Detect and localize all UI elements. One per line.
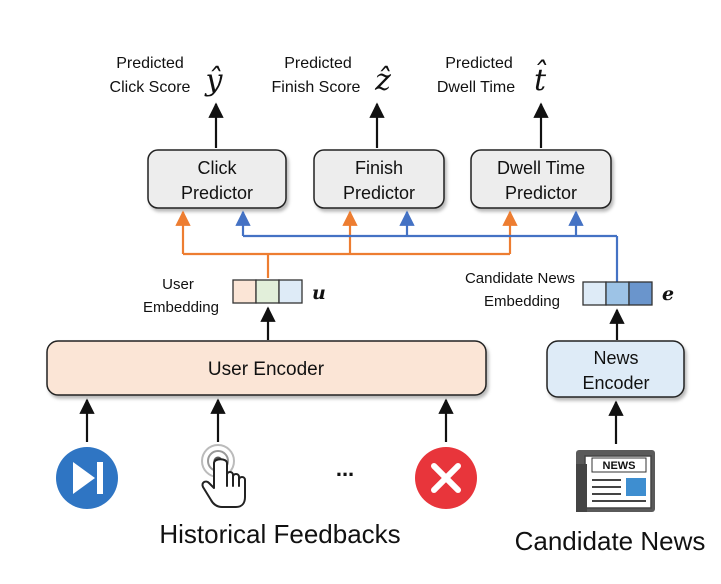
prediction-finish-score: Predicted Finish Score ẑ	[272, 55, 392, 98]
news-encoder-label-line1: News	[593, 348, 638, 368]
user-embedding-connectors	[175, 210, 518, 278]
news-encoder-box: News Encoder	[546, 340, 685, 398]
predictor-label-line2: Predictor	[343, 183, 415, 203]
news-embedding-connectors	[235, 210, 619, 282]
historical-feedbacks-caption: Historical Feedbacks	[159, 519, 400, 549]
dislike-close-icon	[415, 447, 477, 509]
newspaper-icon-text: NEWS	[603, 460, 636, 472]
user-embedding-label-line1: User	[162, 276, 194, 293]
prediction-click-score: Predicted Click Score ŷ	[110, 55, 224, 98]
candidate-news-caption: Candidate News	[515, 526, 706, 556]
user-embedding-cell	[255, 279, 280, 304]
dwell-time-predictor-box: Dwell Time Predictor	[470, 149, 612, 209]
prediction-symbol: t̂	[534, 59, 547, 98]
predictor-label-line2: Predictor	[181, 183, 253, 203]
prediction-symbol: ẑ	[374, 63, 391, 98]
click-predictor-box: Click Predictor	[147, 149, 287, 209]
user-embedding: User Embedding u	[143, 276, 326, 316]
prediction-label-line2: Click Score	[110, 79, 191, 96]
user-encoder-box: User Encoder	[46, 340, 487, 396]
news-embedding-label-line1: Candidate News	[465, 270, 575, 287]
news-embedding: Candidate News Embedding e	[465, 270, 674, 310]
news-embedding-label-line2: Embedding	[484, 293, 560, 310]
predictor-label-line1: Dwell Time	[497, 158, 585, 178]
predictor-label-line1: Finish	[355, 158, 403, 178]
newspaper-icon: NEWS	[576, 450, 655, 512]
predictor-label-line2: Predictor	[505, 183, 577, 203]
tap-hand-icon	[201, 444, 246, 508]
feedback-ellipsis: ...	[336, 456, 354, 481]
news-embedding-cell	[582, 281, 607, 306]
user-embedding-cell	[278, 279, 303, 304]
predictor-label-line1: Click	[198, 158, 238, 178]
news-embedding-symbol: e	[662, 283, 674, 305]
prediction-label-line1: Predicted	[445, 55, 513, 72]
user-embedding-symbol: u	[312, 282, 326, 304]
prediction-dwell-time: Predicted Dwell Time t̂	[437, 55, 547, 98]
news-embedding-cell	[628, 281, 653, 306]
user-embedding-label-line2: Embedding	[143, 299, 219, 316]
finish-predictor-box: Finish Predictor	[313, 149, 445, 209]
prediction-symbol: ŷ	[204, 63, 224, 98]
user-embedding-cell	[232, 279, 257, 304]
news-embedding-cell	[605, 281, 630, 306]
prediction-label-line2: Dwell Time	[437, 79, 515, 96]
user-encoder-label: User Encoder	[208, 359, 325, 380]
skip-play-icon	[56, 447, 118, 509]
prediction-label-line1: Predicted	[116, 55, 184, 72]
news-encoder-label-line2: Encoder	[582, 373, 649, 393]
prediction-label-line2: Finish Score	[272, 79, 361, 96]
prediction-label-line1: Predicted	[284, 55, 352, 72]
